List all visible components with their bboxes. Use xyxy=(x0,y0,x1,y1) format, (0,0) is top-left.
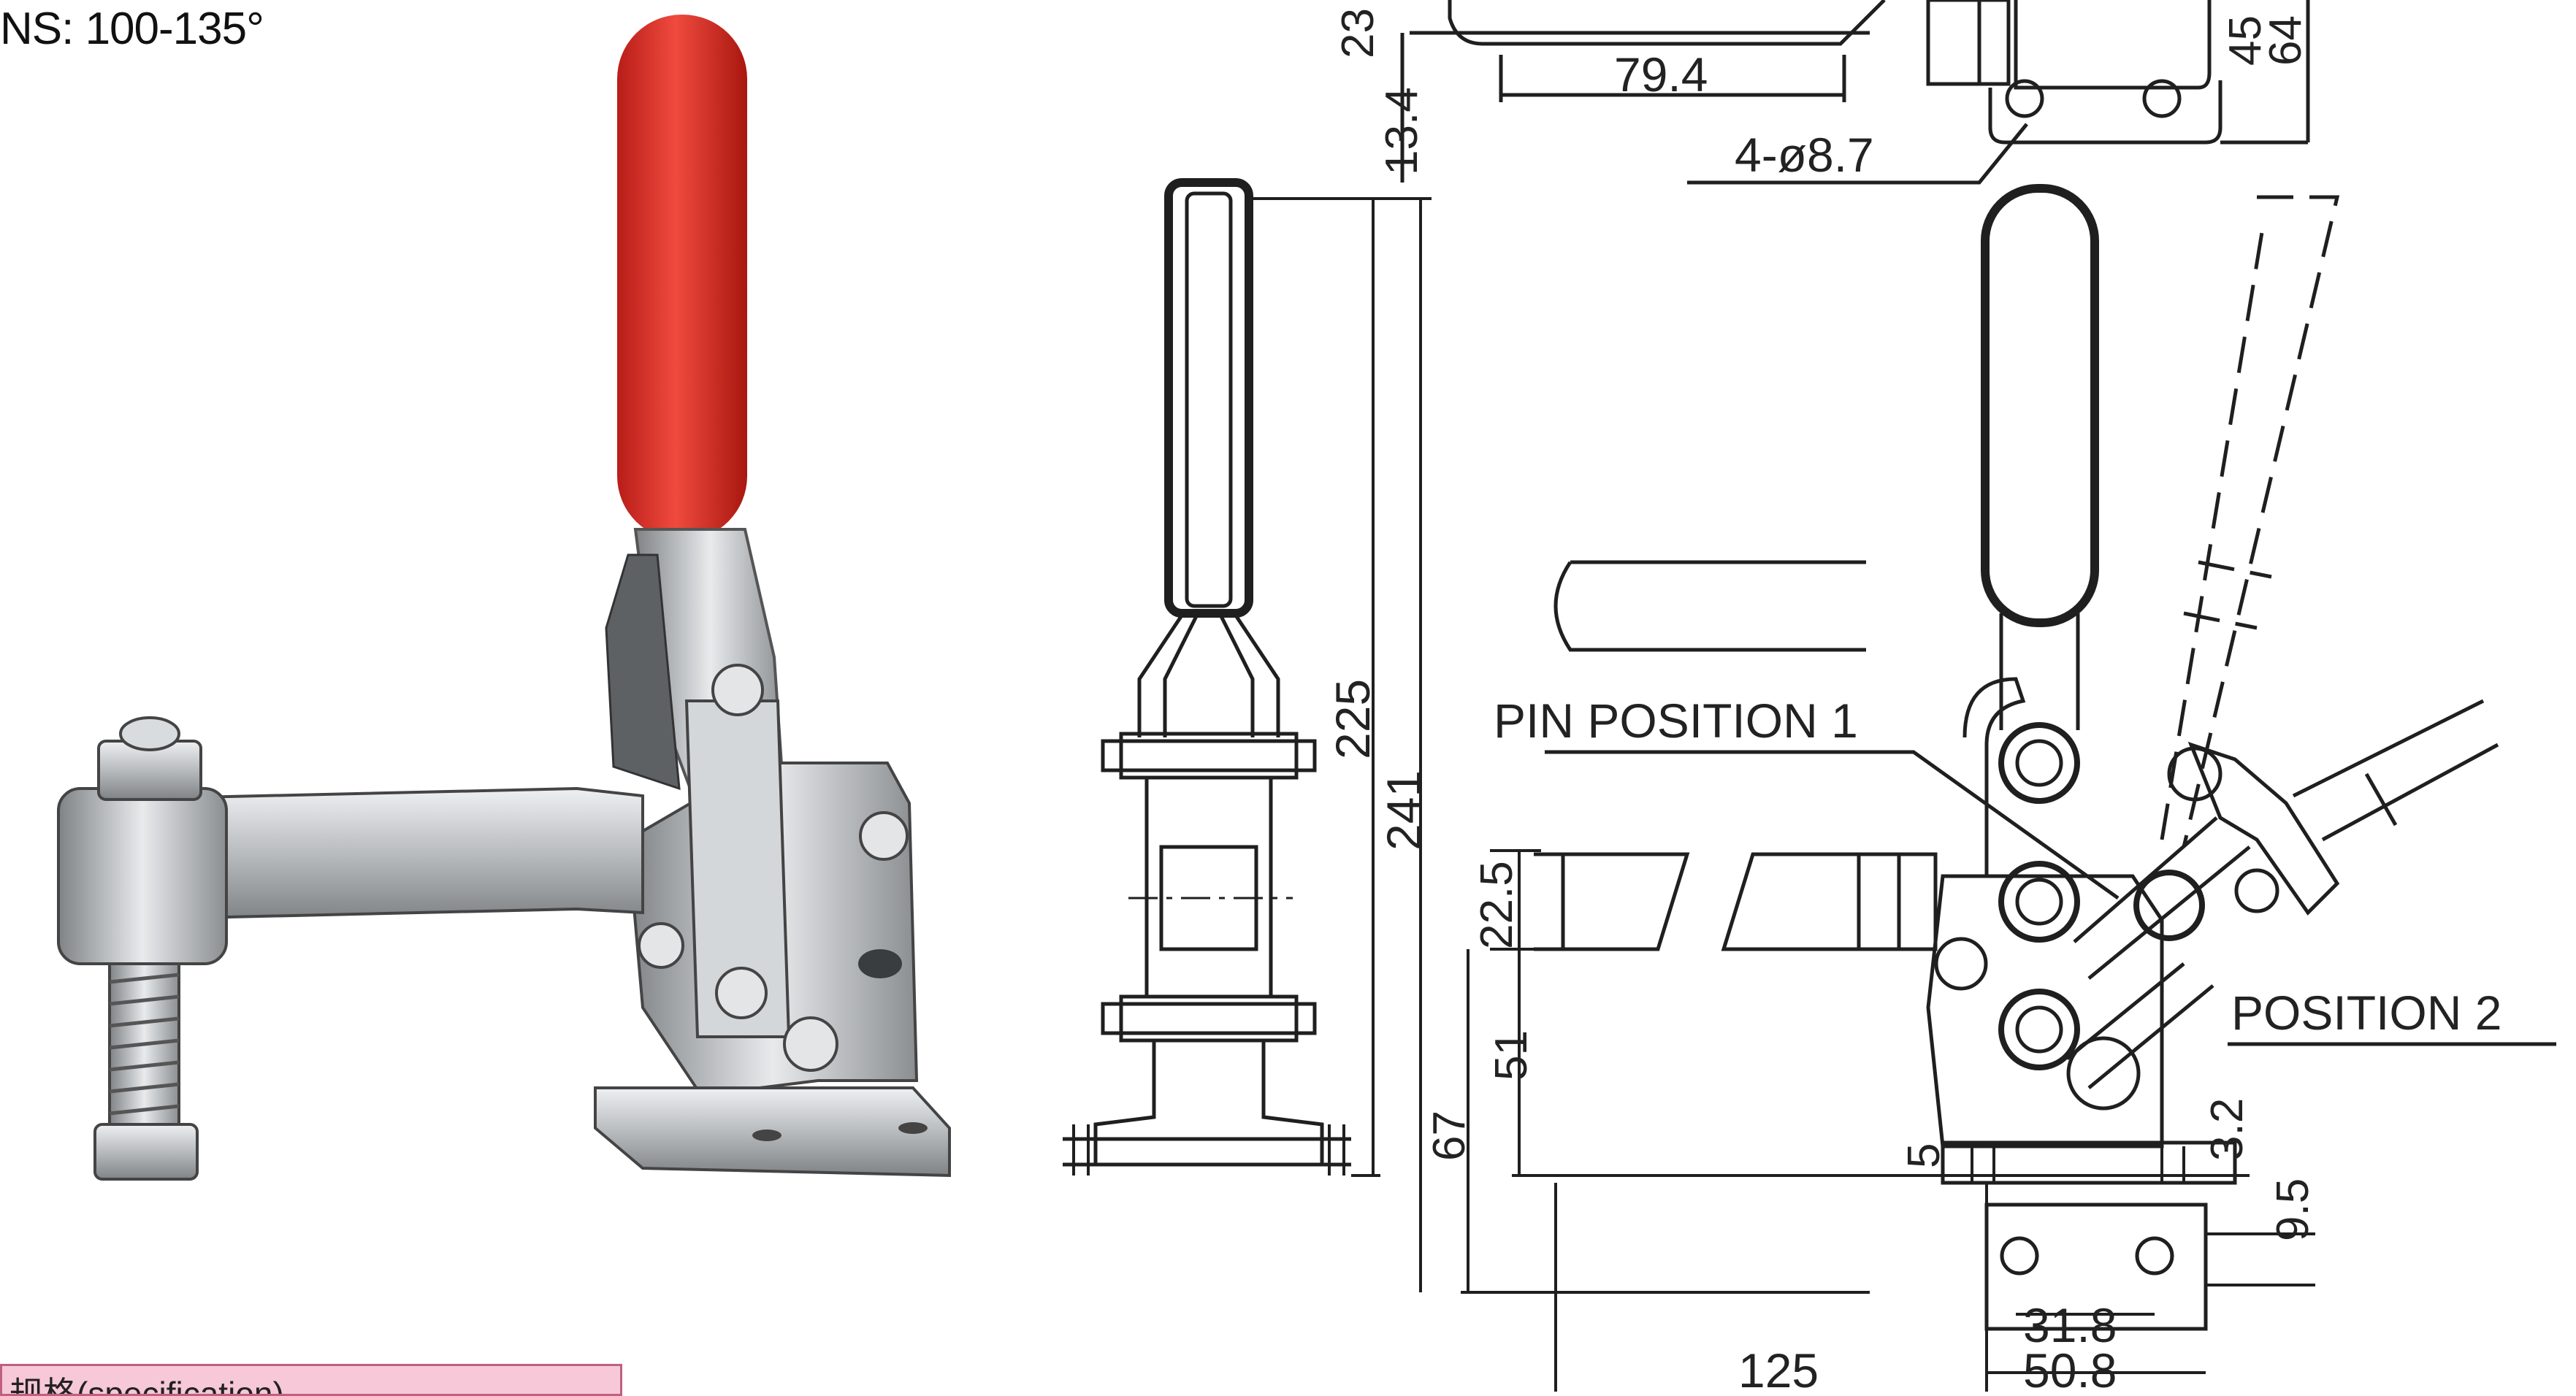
dim-45: 45 xyxy=(2220,15,2271,66)
dim-51: 51 xyxy=(1486,1030,1537,1081)
spindle-tip xyxy=(93,1123,199,1181)
position-2-label: POSITION 2 xyxy=(2231,986,2502,1040)
specification-header: 规格(specification) xyxy=(0,1364,622,1396)
opening-angle-label: NS: 100-135° xyxy=(0,4,264,54)
dimension-lines-front xyxy=(1461,849,2315,1392)
side-view-grip xyxy=(1164,178,1253,618)
dimension-lines-height xyxy=(1249,197,1432,1292)
front-view-drawing xyxy=(1534,184,2556,1331)
dim-125: 125 xyxy=(1738,1343,1819,1392)
dim-31-8: 31.8 xyxy=(2023,1298,2117,1352)
dim-64: 64 xyxy=(2260,15,2311,66)
pin-position-label: PIN POSITION 1 xyxy=(1494,694,1858,748)
dim-79-4: 79.4 xyxy=(1614,47,1708,101)
dim-22-5: 22.5 xyxy=(1472,861,1522,949)
dim-50-8: 50.8 xyxy=(2023,1343,2117,1392)
holes-label: 4-ø8.7 xyxy=(1735,128,1874,182)
side-view-drawing xyxy=(1063,178,1351,1176)
dim-5: 5 xyxy=(1899,1143,1949,1168)
dim-225: 225 xyxy=(1326,679,1380,759)
dim-3-2: 3.2 xyxy=(2202,1098,2252,1161)
dim-67: 67 xyxy=(1424,1111,1475,1161)
red-handle-grip xyxy=(617,15,747,540)
dim-23: 23 xyxy=(1333,8,1383,58)
clamp-photo xyxy=(57,15,951,1181)
dim-9-5: 9.5 xyxy=(2268,1178,2318,1241)
specification-label: 规格(specification) xyxy=(9,1375,284,1396)
rivets xyxy=(638,664,909,1072)
top-view-drawing xyxy=(1400,0,2310,185)
dim-241: 241 xyxy=(1377,770,1431,851)
dim-13-4: 13.4 xyxy=(1377,87,1427,175)
